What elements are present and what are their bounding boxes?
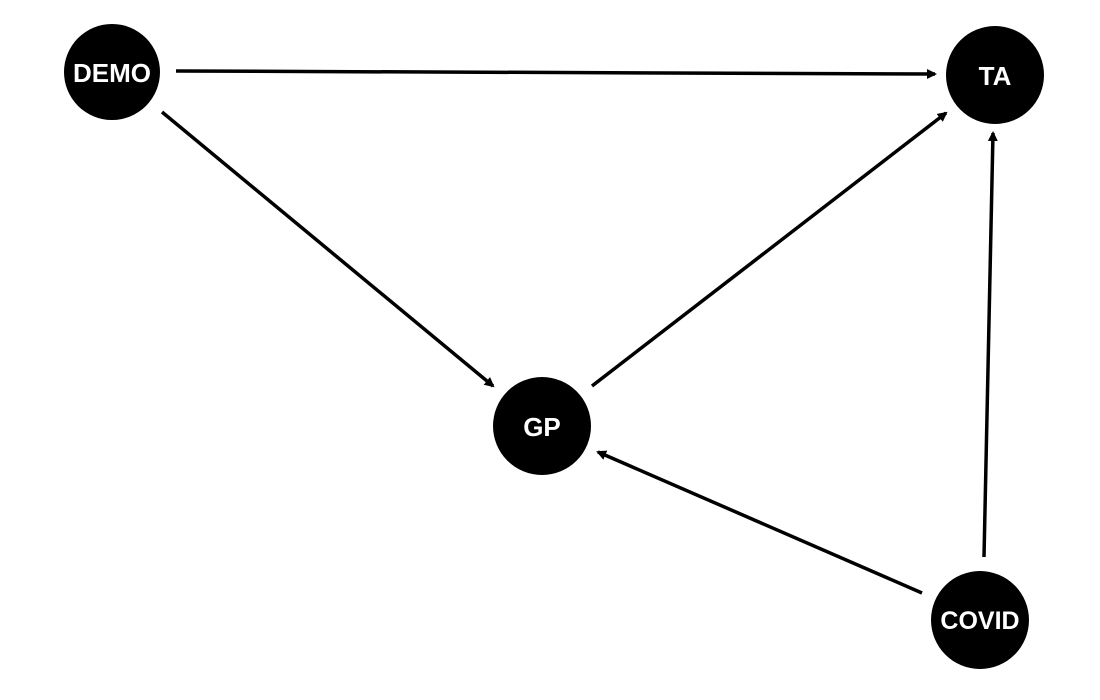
edges	[160, 68, 998, 595]
node-gp-label: GP	[523, 412, 561, 442]
node-covid: COVID	[931, 571, 1029, 669]
edge-covid-to-gp	[596, 450, 923, 595]
node-gp: GP	[493, 377, 591, 475]
node-ta: TA	[946, 26, 1044, 124]
edge-covid-to-ta	[982, 131, 998, 558]
node-ta-circle	[946, 26, 1044, 124]
node-ta-label: TA	[979, 61, 1012, 91]
edge-gp-to-ta	[590, 111, 948, 388]
node-demo: DEMO	[64, 24, 160, 120]
node-demo-label: DEMO	[73, 58, 151, 88]
node-covid-circle	[931, 571, 1029, 669]
node-covid-label: COVID	[940, 607, 1019, 635]
node-demo-circle	[64, 24, 160, 120]
edge-demo-to-ta	[175, 68, 937, 79]
edge-demo-to-gp	[160, 110, 495, 388]
node-gp-circle	[493, 377, 591, 475]
